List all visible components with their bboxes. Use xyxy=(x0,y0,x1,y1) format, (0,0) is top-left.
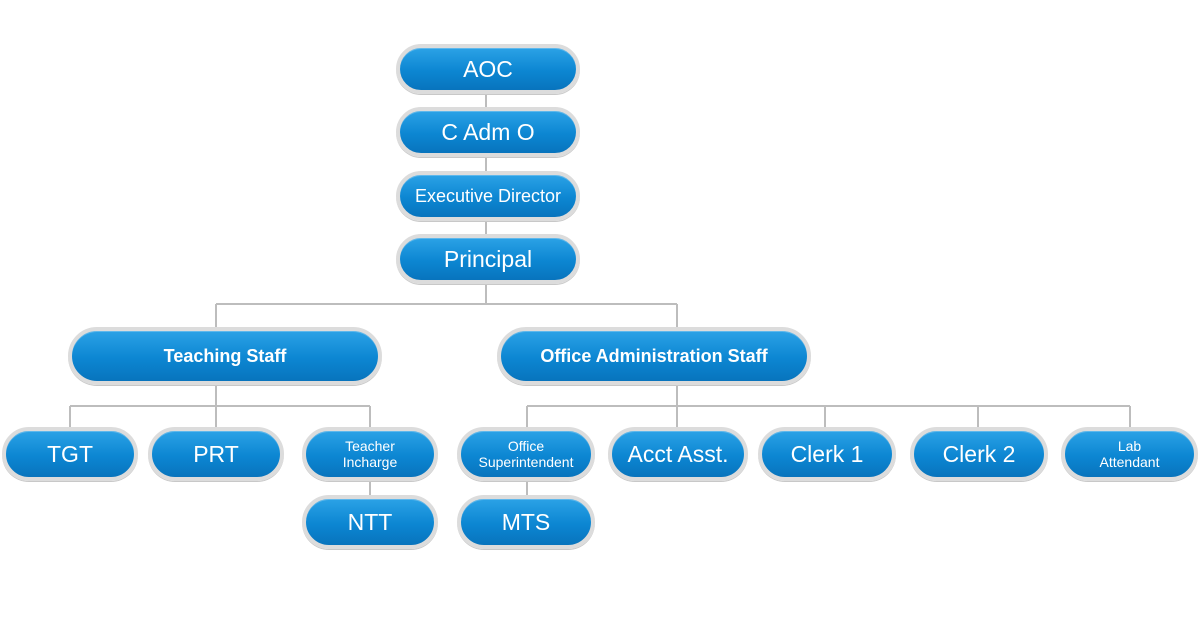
node-prt: PRT xyxy=(148,427,284,481)
node-clerk-1: Clerk 1 xyxy=(758,427,896,481)
node-tgt: TGT xyxy=(2,427,138,481)
node-teaching-staff: Teaching Staff xyxy=(68,327,382,385)
node-executive-director: Executive Director xyxy=(396,171,580,221)
node-office-superintendent: Office Superintendent xyxy=(457,427,595,481)
node-ntt: NTT xyxy=(302,495,438,549)
node-clerk-2: Clerk 2 xyxy=(910,427,1048,481)
node-acct-asst: Acct Asst. xyxy=(608,427,748,481)
node-principal: Principal xyxy=(396,234,580,284)
node-mts: MTS xyxy=(457,495,595,549)
node-aoc: AOC xyxy=(396,44,580,94)
node-teacher-incharge: Teacher Incharge xyxy=(302,427,438,481)
node-c-adm-o: C Adm O xyxy=(396,107,580,157)
node-lab-attendant: Lab Attendant xyxy=(1061,427,1198,481)
node-office-administration-staff: Office Administration Staff xyxy=(497,327,811,385)
